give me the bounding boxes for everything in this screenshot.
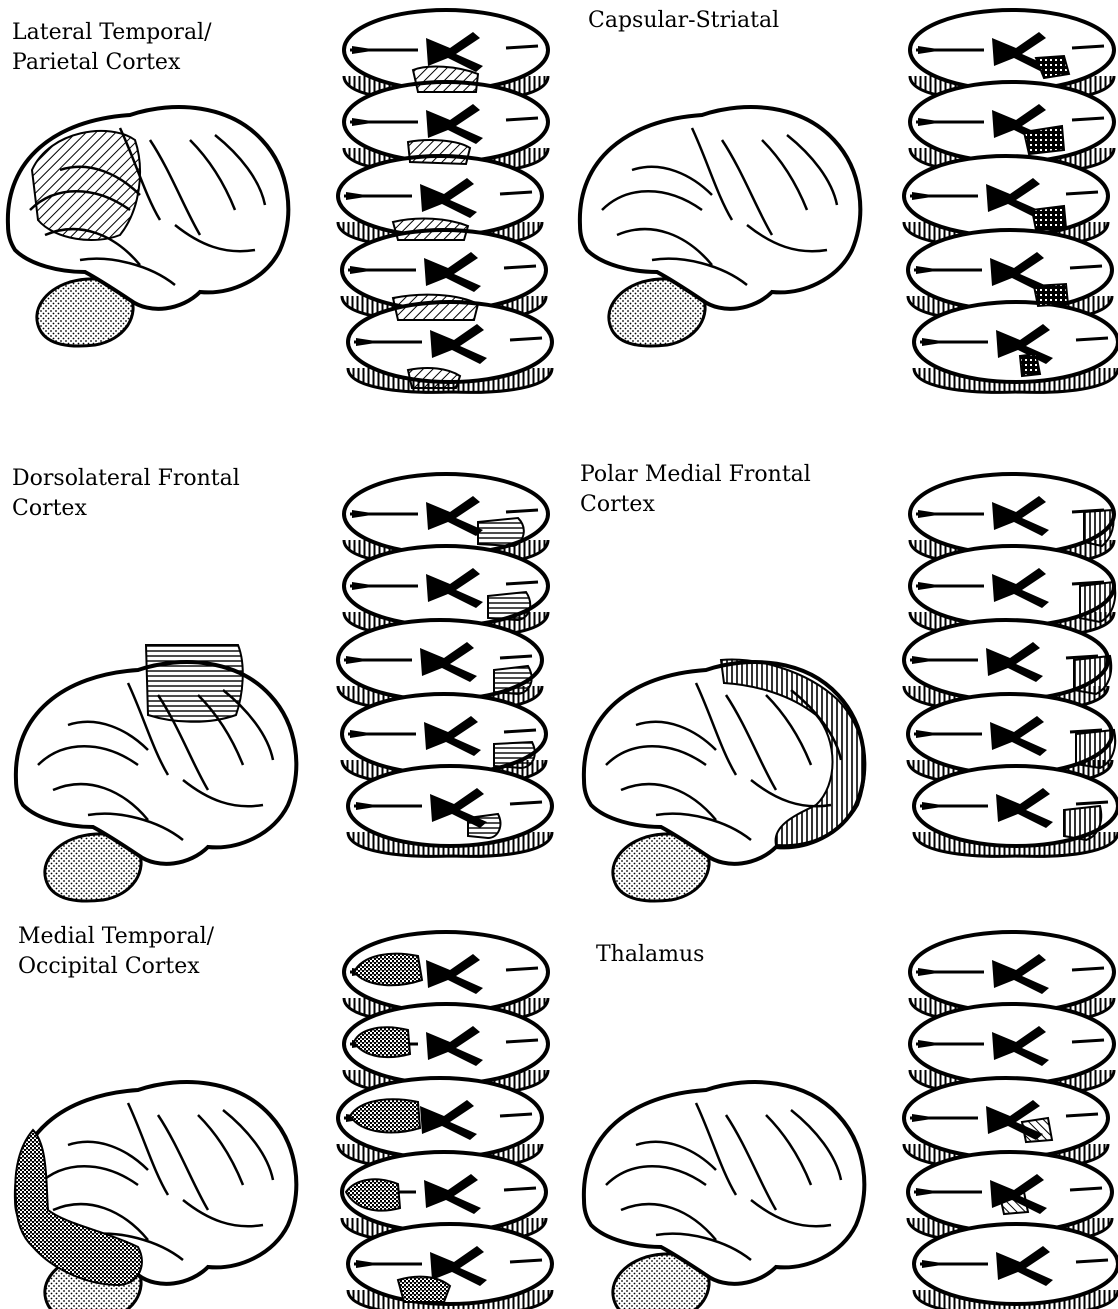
axial-slice-stack-3	[338, 474, 552, 856]
axial-slice-stack-1	[338, 10, 552, 392]
axial-slice-stack-5	[338, 932, 552, 1309]
axial-slice-stack-4	[904, 474, 1118, 856]
axial-slice-stack-2	[904, 10, 1118, 392]
lateral-brain-view-4	[584, 660, 865, 901]
lateral-brain-view-2	[580, 107, 860, 346]
axial-slice-stack-6	[904, 932, 1118, 1309]
lateral-brain-view-5	[15, 1082, 296, 1309]
lateral-brain-view-3	[16, 645, 296, 901]
lateral-brain-view-1	[8, 107, 288, 346]
lateral-brain-view-6	[584, 1082, 864, 1309]
